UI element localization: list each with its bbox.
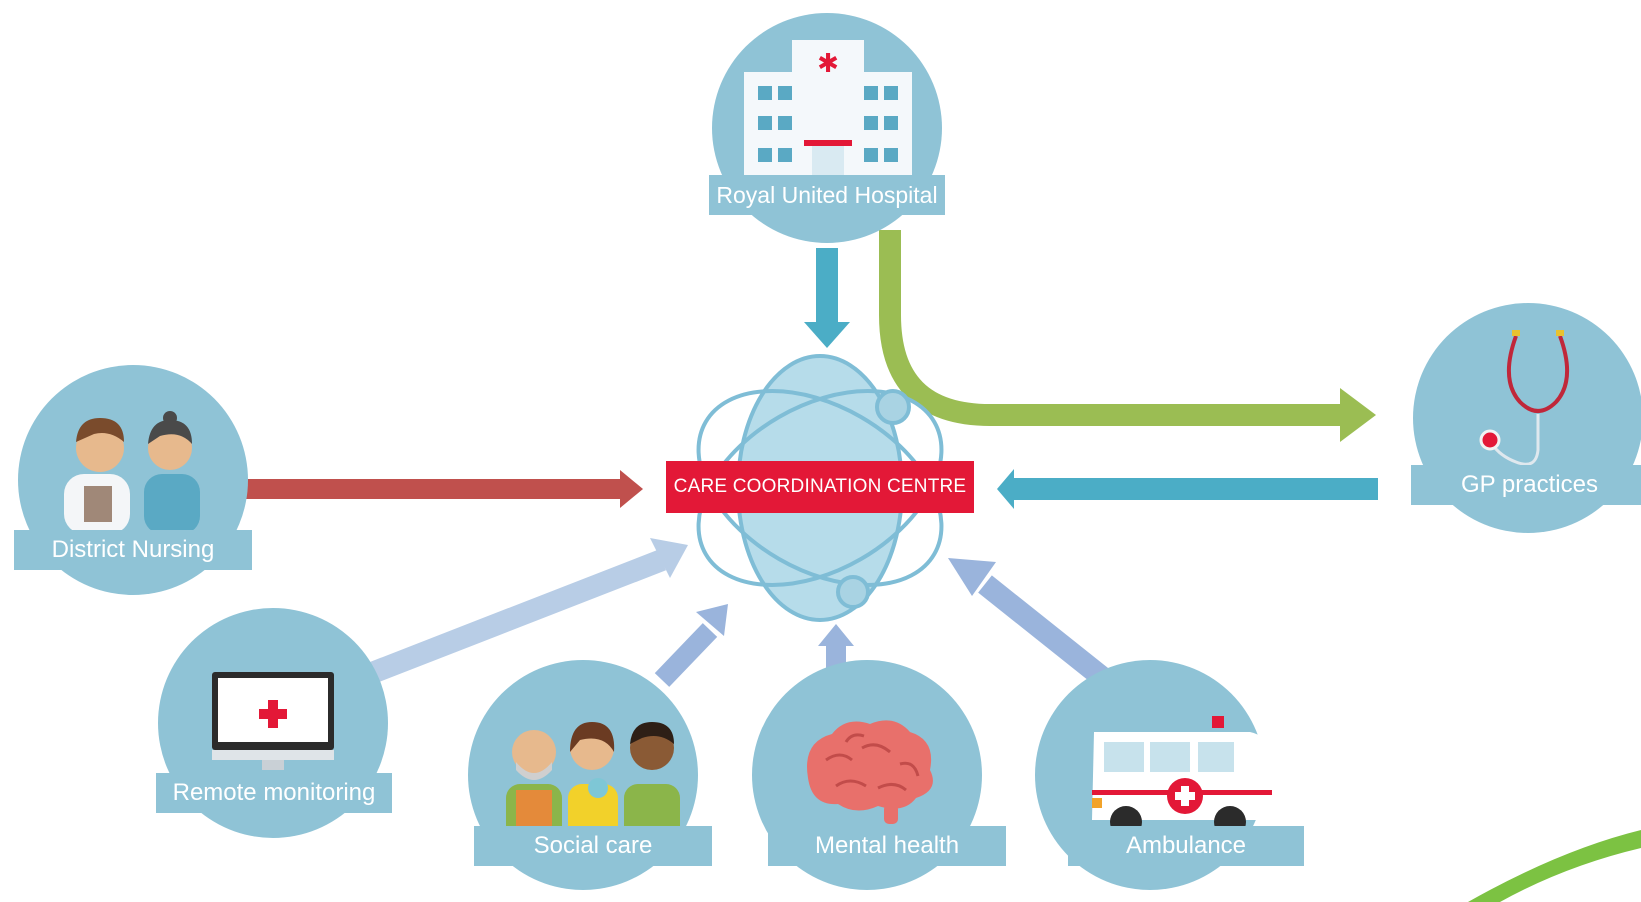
arrows <box>240 230 1378 699</box>
svg-text:✱: ✱ <box>817 49 839 79</box>
hospital-icon: ✱ <box>744 40 912 176</box>
nurses-icon <box>64 411 200 534</box>
arrow-nursing-to-centre <box>240 470 643 508</box>
care-coordination-centre-label: CARE COORDINATION CENTRE <box>666 461 974 513</box>
mental-health-label: Mental health <box>768 826 1006 866</box>
ambulance-label: Ambulance <box>1068 826 1304 866</box>
ambulance-icon <box>1092 716 1272 838</box>
brain-icon <box>807 720 933 824</box>
decorative-swoosh <box>1468 830 1641 902</box>
arrow-remote-to-centre <box>368 538 688 684</box>
arrow-ambulance-to-centre <box>948 558 1125 699</box>
district-nursing-label: District Nursing <box>14 530 252 570</box>
remote-monitoring-label: Remote monitoring <box>156 773 392 813</box>
monitor-icon <box>212 672 334 770</box>
social-care-label: Social care <box>474 826 712 866</box>
arrow-hospital-to-centre <box>804 248 850 348</box>
gp-practices-label: GP practices <box>1411 465 1641 505</box>
arrow-gp-to-centre <box>997 469 1378 509</box>
arrow-social-to-centre <box>654 604 728 687</box>
hospital-label: Royal United Hospital <box>709 175 945 215</box>
arrow-hospital-to-gp <box>879 230 1376 442</box>
stethoscope-icon <box>1479 330 1570 466</box>
